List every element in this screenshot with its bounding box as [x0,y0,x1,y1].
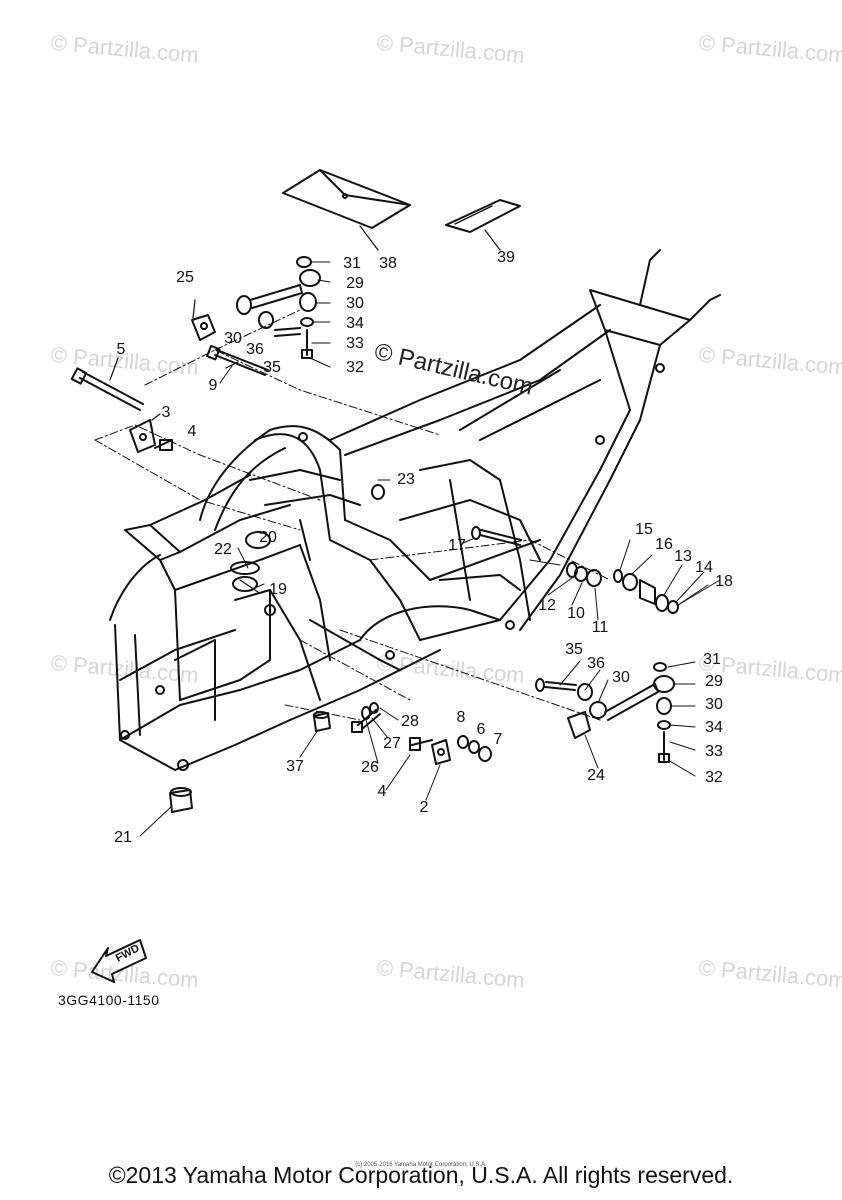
callout-38: 38 [379,255,397,272]
callout-20: 20 [259,529,277,546]
reference-lines [94,309,611,721]
callout-39: 39 [497,249,515,266]
leader-lines [139,261,721,837]
callout-19: 19 [269,581,287,598]
callout-32: 32 [705,769,723,786]
callout-30: 30 [612,669,630,686]
callout-14: 14 [695,559,713,576]
document-pouch-part [282,169,411,251]
callout-35: 35 [565,641,583,658]
collar-part-23 [371,484,385,500]
callout-3: 3 [161,404,171,421]
callout-37: 37 [286,758,304,775]
callout-27: 27 [383,735,401,752]
callout-24: 24 [587,767,605,784]
bracket-part-3 [129,413,161,453]
callout-18: 18 [715,573,733,590]
callout-7: 7 [493,731,503,748]
callout-30: 30 [705,696,723,713]
callout-12: 12 [538,597,556,614]
small-copyright: (c) 2005-2016 Yamaha Motor Corporation, … [355,1162,487,1168]
bolt-part-9 [206,344,269,376]
callout-31: 31 [343,255,361,272]
callout-11: 11 [591,619,609,636]
callout-30: 30 [346,295,364,312]
diagram-code: 3GG4100-1150 [58,992,160,1008]
callout-28: 28 [401,713,419,730]
callout-33: 33 [346,335,364,352]
callout-35: 35 [263,359,281,376]
callout-16: 16 [655,536,673,553]
callout-26: 26 [361,759,379,776]
callout-36: 36 [246,341,264,358]
callout-32: 32 [346,359,364,376]
callout-34: 34 [705,719,723,736]
frame-bolt-holes [120,363,665,771]
callout-10: 10 [567,605,585,622]
callout-30: 30 [224,330,242,347]
callout-25: 25 [176,269,194,286]
bolt-part-5 [70,357,144,411]
callout-34: 34 [346,315,364,332]
callout-9: 9 [208,377,218,394]
upper-frame-rails [254,249,721,631]
bolt-part-4-upper [154,439,173,451]
callout-6: 6 [476,721,486,738]
bolt-part-17 [471,526,522,546]
callout-29: 29 [705,673,723,690]
callout-21: 21 [114,829,132,846]
upper-engine-mount-assembly [191,256,321,359]
rear-mount-spacers [529,559,679,614]
cap-part-21 [169,787,193,813]
callout-15: 15 [635,521,653,538]
lower-rear-mount-assembly [535,662,675,763]
callout-13: 13 [674,548,692,565]
fwd-arrow-icon [91,939,147,983]
callout-31: 31 [703,651,721,668]
callout-4: 4 [377,783,387,800]
lower-front-mount-assembly [351,702,492,765]
callout-22: 22 [214,541,232,558]
callout-2: 2 [419,799,429,816]
copyright-notice: ©2013 Yamaha Motor Corporation, U.S.A. A… [108,1162,734,1188]
callout-29: 29 [346,275,364,292]
callout-8: 8 [456,709,466,726]
callout-33: 33 [705,743,723,760]
callout-36: 36 [587,655,605,672]
tool-kit-part [445,199,521,251]
callout-23: 23 [397,471,415,488]
front-frame-cage [109,429,301,771]
callout-5: 5 [116,341,126,358]
cap-part-37 [313,711,331,732]
callout-17: 17 [448,537,466,554]
callout-4: 4 [187,423,197,440]
